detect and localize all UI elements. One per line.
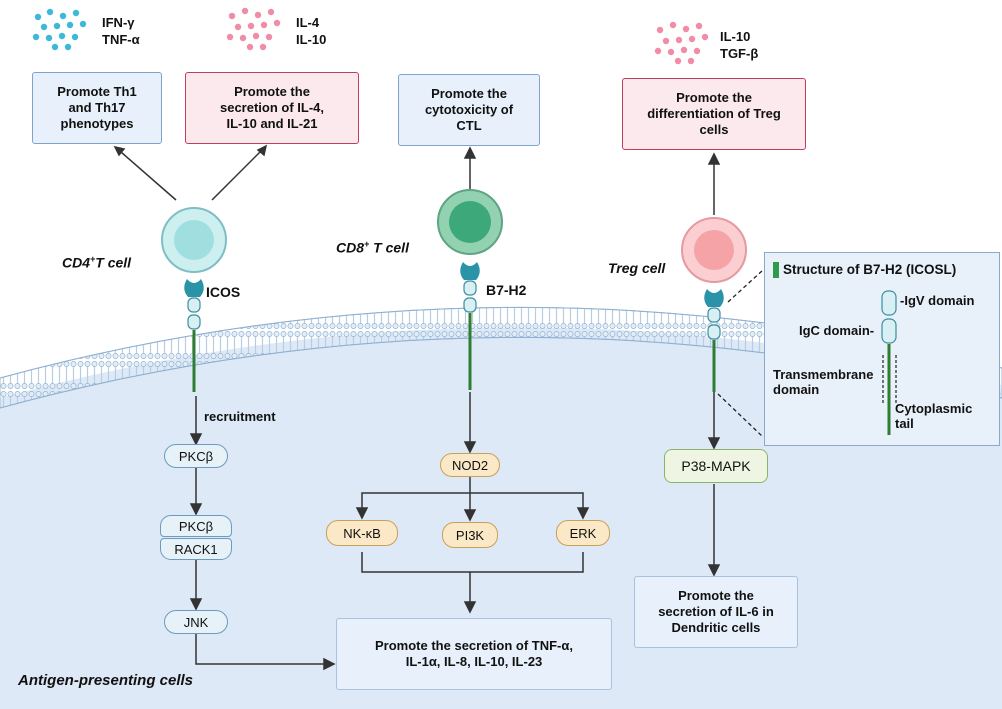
- igv-label: -IgV domain: [900, 293, 975, 308]
- cd8-label: CD8+ T cell: [336, 239, 409, 256]
- icos-label: ICOS: [206, 284, 241, 300]
- treg-cell: [681, 217, 747, 392]
- pkcb-complex-node: PKCβ: [160, 515, 232, 537]
- cd4-label: CD4+T cell: [62, 254, 132, 271]
- b7h2-label: B7-H2: [486, 282, 527, 298]
- b7h2-structure-inset: Structure of B7-H2 (ICOSL) -IgV domain I…: [764, 252, 1000, 446]
- cytokine-dots-th1: [32, 8, 87, 51]
- erk-node: ERK: [556, 520, 610, 546]
- box-tnf-secretion: Promote the secretion of TNF-α,IL-1α, IL…: [336, 618, 612, 690]
- jnk-node: JNK: [164, 610, 228, 634]
- igc-label: IgC domain-: [799, 323, 875, 338]
- cytokine-dots-th2: [226, 7, 281, 51]
- pkcb-node: PKCβ: [164, 444, 228, 468]
- nod2-node: NOD2: [440, 453, 500, 477]
- b7h2-structure-drawing: [881, 290, 897, 435]
- nfkb-node: NK-κB: [326, 520, 398, 546]
- cd8-t-cell: [437, 189, 503, 390]
- apc-label: Antigen-presenting cells: [18, 672, 194, 689]
- recruitment-label: recruitment: [204, 409, 276, 424]
- pi3k-node: PI3K: [442, 522, 498, 548]
- p38-mapk-node: P38-MAPK: [664, 449, 768, 483]
- rack1-node: RACK1: [160, 538, 232, 560]
- cd4-t-cell: [161, 207, 227, 392]
- inset-title: Structure of B7-H2 (ICOSL): [783, 262, 957, 277]
- treg-label: Treg cell: [608, 260, 666, 276]
- green-marker: [773, 262, 779, 278]
- cytokine-dots-treg: [654, 21, 709, 65]
